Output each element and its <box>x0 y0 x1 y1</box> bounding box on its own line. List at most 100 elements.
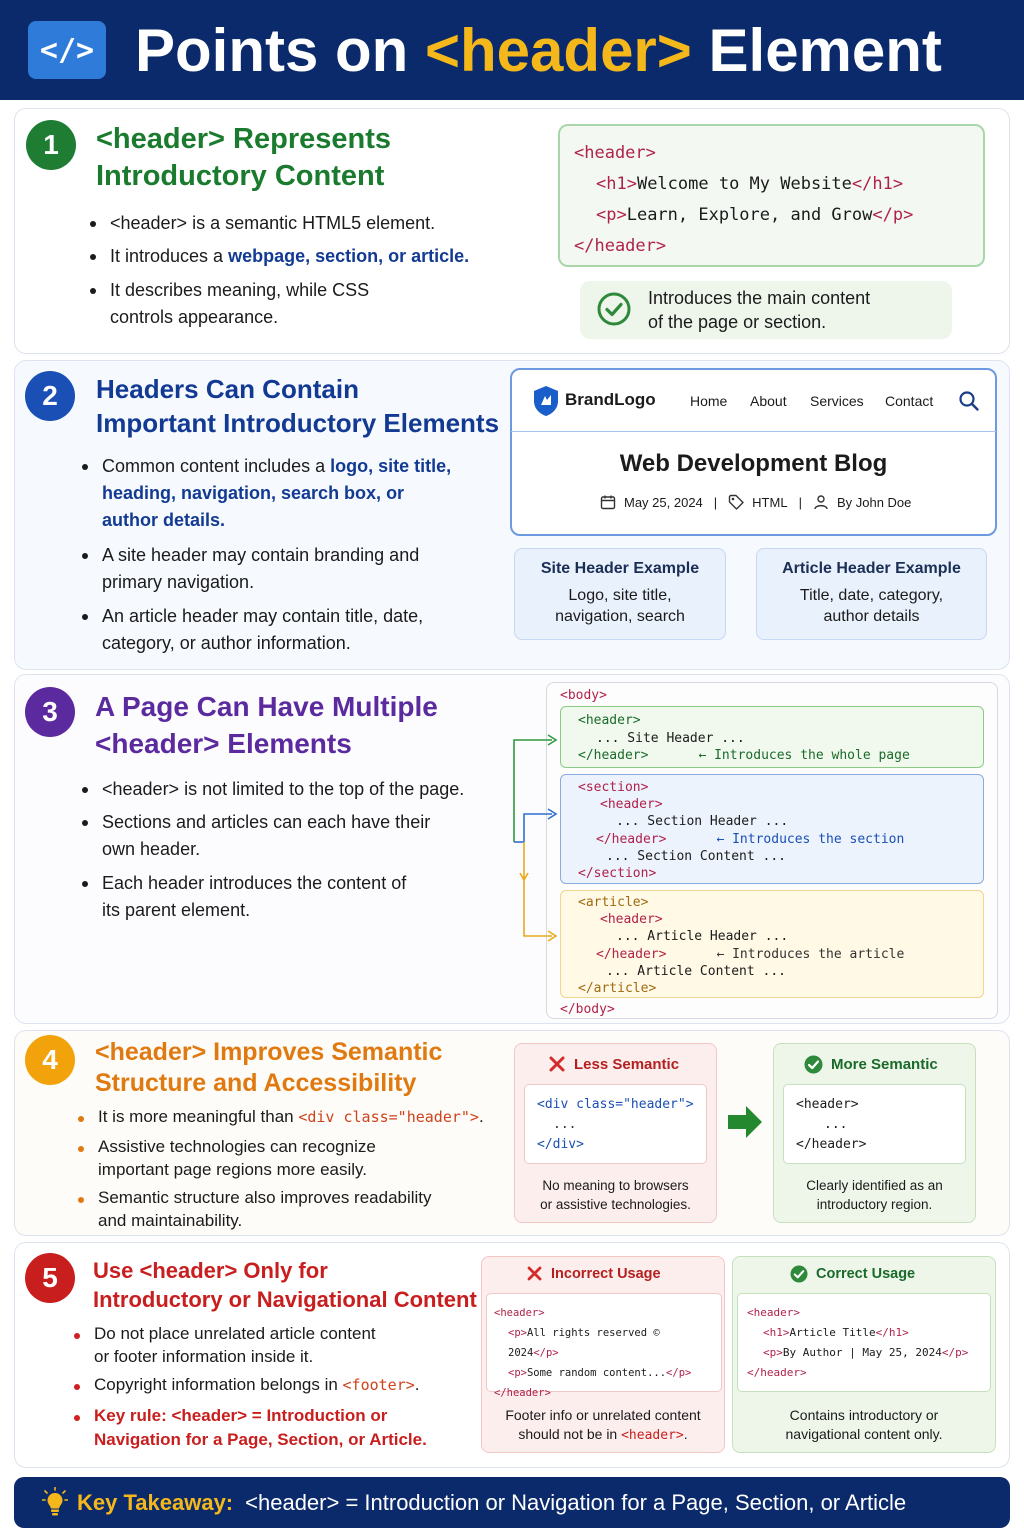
less-semantic-code: <div class="header"> ... </div> <box>524 1084 707 1164</box>
arrow-right-icon <box>728 1106 762 1138</box>
more-semantic-heading: More Semantic <box>804 1055 938 1074</box>
nav-services[interactable]: Services <box>810 393 864 409</box>
section-code: <section> <header> ... Section Header ..… <box>578 779 904 882</box>
article-code: <article> <header> ... Article Header ..… <box>578 894 904 997</box>
code-line: <header> <box>796 1097 859 1112</box>
bullet-text: Copyright information belongs in <box>94 1375 343 1394</box>
section-2-title-line1: Headers Can Contain <box>96 374 359 404</box>
code-text: ... Section Header ... <box>616 814 789 830</box>
meta-separator: | <box>798 494 802 510</box>
bullet-line1: Each header introduces the content of <box>102 873 407 893</box>
search-icon[interactable] <box>958 390 980 412</box>
inline-code: <div class="header"> <box>298 1108 479 1126</box>
article-header-example-box: Article Header Example Title, date, cate… <box>756 548 987 640</box>
bullet-line2: and maintainability. <box>98 1211 243 1230</box>
code-text: ... Section Content ... <box>606 848 787 864</box>
post-date: May 25, 2024 <box>624 494 703 510</box>
incorrect-usage-desc: Footer info or unrelated content should … <box>481 1406 725 1445</box>
bullet-line2: important page regions more easily. <box>98 1160 367 1179</box>
check-circle-icon <box>597 292 631 326</box>
section-4-bullet-1: It is more meaningful than <div class="h… <box>76 1105 484 1129</box>
code-tag: </header> <box>596 831 667 847</box>
section-4-title-line1: <header> Improves Semantic <box>95 1038 443 1066</box>
blog-title: Web Development Blog <box>619 450 888 477</box>
meta-separator: | <box>713 494 718 510</box>
nav-contact[interactable]: Contact <box>885 393 934 409</box>
section-2-bullet-3: An article header may contain title, dat… <box>80 603 423 657</box>
inline-code: <footer> <box>342 1376 415 1394</box>
code-note: ← Introduces the article <box>716 946 905 962</box>
lightbulb-icon <box>42 1487 68 1516</box>
code-tag: <article> <box>578 895 649 910</box>
section-3-number: 3 <box>25 687 75 737</box>
example-line1: Logo, site title, <box>568 587 672 604</box>
key-takeaway-text: <header> = Introduction or Navigation fo… <box>245 1490 907 1515</box>
desc-line1: No meaning to browsers <box>542 1178 689 1193</box>
x-icon <box>549 1056 565 1072</box>
section-5-number: 5 <box>25 1253 75 1303</box>
bullet-text: It is more meaningful than <box>98 1107 299 1126</box>
code-line: <header> <box>494 1307 545 1319</box>
section-2-number: 2 <box>25 371 75 421</box>
code-text: By Author | May 25, 2024 <box>782 1346 942 1359</box>
example-body: Title, date, category, author details <box>757 585 986 627</box>
code-line: <h1>Welcome to My Website</h1> <box>574 169 969 200</box>
section-3-bullet-3: Each header introduces the content of it… <box>80 870 406 924</box>
incorrect-usage-code: <header> <p>All rights reserved © 2024</… <box>486 1293 722 1399</box>
post-tag[interactable]: HTML <box>752 494 788 510</box>
code-tag: </section> <box>578 866 657 882</box>
code-tag: <header> <box>578 713 641 728</box>
more-semantic-code: <header> ... </header> <box>783 1084 966 1164</box>
bullet-line1: It describes meaning, while CSS <box>110 280 370 300</box>
section-1-title: <header> Represents Introductory Content <box>96 121 391 194</box>
code-line: </header> <box>747 1366 807 1379</box>
section-2-title-line2: Important Introductory Elements <box>96 408 500 438</box>
section-5-title: Use <header> Only for Introductory or Na… <box>93 1256 477 1314</box>
site-header-mockup <box>510 368 997 536</box>
desc-line2: navigational content only. <box>785 1426 943 1442</box>
code-tag: <h1> <box>763 1326 790 1339</box>
page-header-block <box>560 706 984 768</box>
incorrect-usage-title: Incorrect Usage <box>551 1265 661 1282</box>
nav-about[interactable]: About <box>750 393 787 409</box>
rule-line2: Navigation for a Page, Section, or Artic… <box>94 1430 427 1449</box>
section-5-bullet-2: Copyright information belongs in <footer… <box>72 1373 420 1397</box>
code-text: ... Site Header ... <box>596 730 745 746</box>
bullet-emphasis: heading, navigation, search box, or <box>102 483 405 503</box>
bullet-line2: primary navigation. <box>102 572 255 592</box>
title-suffix: Element <box>691 16 942 84</box>
more-semantic-title: More Semantic <box>831 1056 938 1073</box>
section-4-bullet-3: Semantic structure also improves readabi… <box>76 1186 432 1232</box>
example-line1: Title, date, category, <box>799 587 944 604</box>
section-1-number: 1 <box>26 120 76 170</box>
section-1-note-text: Introduces the main content of the page … <box>648 286 870 334</box>
post-author: By John Doe <box>836 494 912 510</box>
section-5-title-line2: Introductory or Navigational Content <box>93 1287 477 1312</box>
key-takeaway: Key Takeaway: <header> = Introduction or… <box>77 1488 906 1518</box>
bullet-text: . <box>478 1107 484 1126</box>
desc-line1: Footer info or unrelated content <box>505 1407 701 1423</box>
code-text: Article Title <box>789 1326 876 1339</box>
less-semantic-title: Less Semantic <box>574 1055 680 1073</box>
code-note: ← Introduces the section <box>716 831 905 847</box>
code-tag: <p> <box>508 1367 527 1379</box>
desc-text: should not be in <box>518 1426 622 1442</box>
bullet-text: Common content includes a <box>102 456 331 476</box>
code-text: Welcome to My Website <box>636 174 852 194</box>
nav-home[interactable]: Home <box>690 393 728 409</box>
code-tag: </p> <box>872 205 914 225</box>
section-1-bullet-2: It introduces a webpage, section, or art… <box>88 243 469 270</box>
code-tag: <p> <box>596 205 627 225</box>
bullet-line1: Assistive technologies can recognize <box>98 1137 376 1156</box>
bullet-emphasis: webpage, section, or article. <box>228 246 470 266</box>
code-text: ... Article Content ... <box>606 963 787 979</box>
check-circle-icon <box>790 1265 808 1283</box>
section-2-bullet-2: A site header may contain branding and p… <box>80 542 419 596</box>
nesting-arrows-icon <box>513 734 558 942</box>
example-line2: navigation, search <box>555 608 685 625</box>
bullet-line2: its parent element. <box>102 900 251 920</box>
body-close-tag: </body> <box>560 1002 615 1017</box>
bullet-text: . <box>414 1375 420 1394</box>
correct-usage-title: Correct Usage <box>816 1266 916 1282</box>
brand-logo-text[interactable]: BrandLogo <box>565 390 656 409</box>
